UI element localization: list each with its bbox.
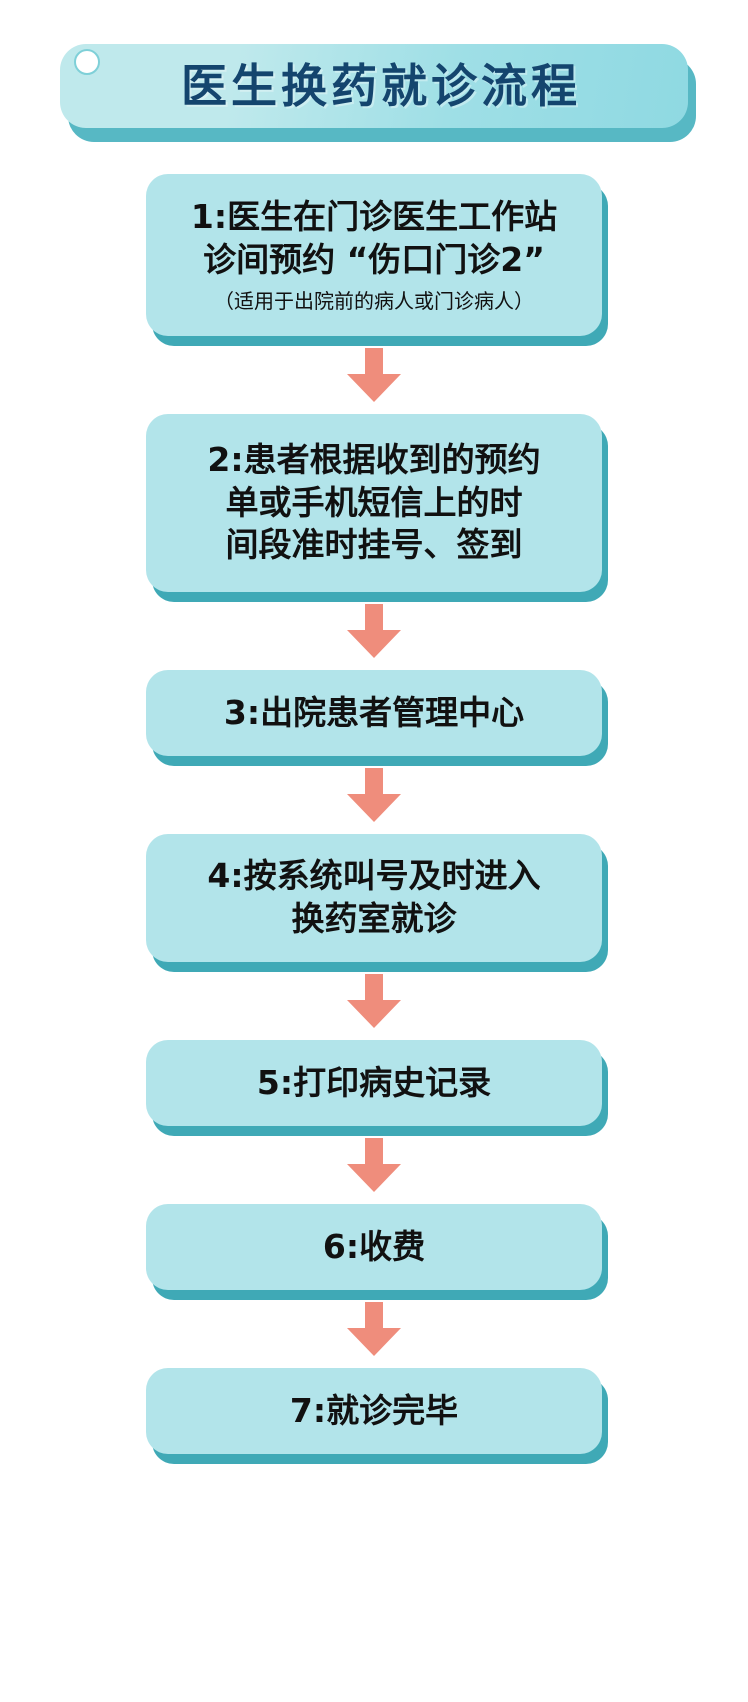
step-text: 6:收费 — [322, 1226, 426, 1266]
down-arrow-icon — [339, 604, 409, 658]
step-text: 5:打印病史记录 — [256, 1062, 492, 1102]
down-arrow-icon — [339, 974, 409, 1028]
step-box: 7:就诊完毕 — [146, 1368, 602, 1454]
flow-step-1: 1:医生在门诊医生工作站 诊间预约 “伤口门诊2” （适用于出院前的病人或门诊病… — [146, 174, 608, 346]
step-text: 4:按系统叫号及时进入 换药室就诊 — [207, 856, 541, 938]
flow-container: 1:医生在门诊医生工作站 诊间预约 “伤口门诊2” （适用于出院前的病人或门诊病… — [146, 174, 608, 1464]
step-box: 5:打印病史记录 — [146, 1040, 602, 1126]
flow-step-6: 6:收费 — [146, 1204, 608, 1300]
step-box: 2:患者根据收到的预约 单或手机短信上的时 间段准时挂号、签到 — [146, 414, 602, 592]
flow-step-4: 4:按系统叫号及时进入 换药室就诊 — [146, 834, 608, 972]
down-arrow-icon — [339, 768, 409, 822]
down-arrow-icon — [339, 1302, 409, 1356]
step-text: 1:医生在门诊医生工作站 诊间预约 “伤口门诊2” — [190, 197, 558, 279]
step-text: 3:出院患者管理中心 — [223, 692, 525, 732]
step-box: 6:收费 — [146, 1204, 602, 1290]
flow-step-5: 5:打印病史记录 — [146, 1040, 608, 1136]
title-banner: 医生换药就诊流程 — [60, 44, 696, 142]
step-text: 2:患者根据收到的预约 单或手机短信上的时 间段准时挂号、签到 — [207, 439, 541, 565]
step-box: 1:医生在门诊医生工作站 诊间预约 “伤口门诊2” （适用于出院前的病人或门诊病… — [146, 174, 602, 336]
step-box: 3:出院患者管理中心 — [146, 670, 602, 756]
title-banner-body: 医生换药就诊流程 — [60, 44, 688, 128]
flow-step-3: 3:出院患者管理中心 — [146, 670, 608, 766]
flow-step-7: 7:就诊完毕 — [146, 1368, 608, 1464]
down-arrow-icon — [339, 348, 409, 402]
step-text: 7:就诊完毕 — [289, 1390, 459, 1430]
flow-step-2: 2:患者根据收到的预约 单或手机短信上的时 间段准时挂号、签到 — [146, 414, 608, 602]
page-title: 医生换药就诊流程 — [181, 59, 581, 113]
down-arrow-icon — [339, 1138, 409, 1192]
step-subtitle: （适用于出院前的病人或门诊病人） — [214, 288, 534, 313]
circle-dot-icon — [74, 49, 100, 75]
step-box: 4:按系统叫号及时进入 换药室就诊 — [146, 834, 602, 962]
